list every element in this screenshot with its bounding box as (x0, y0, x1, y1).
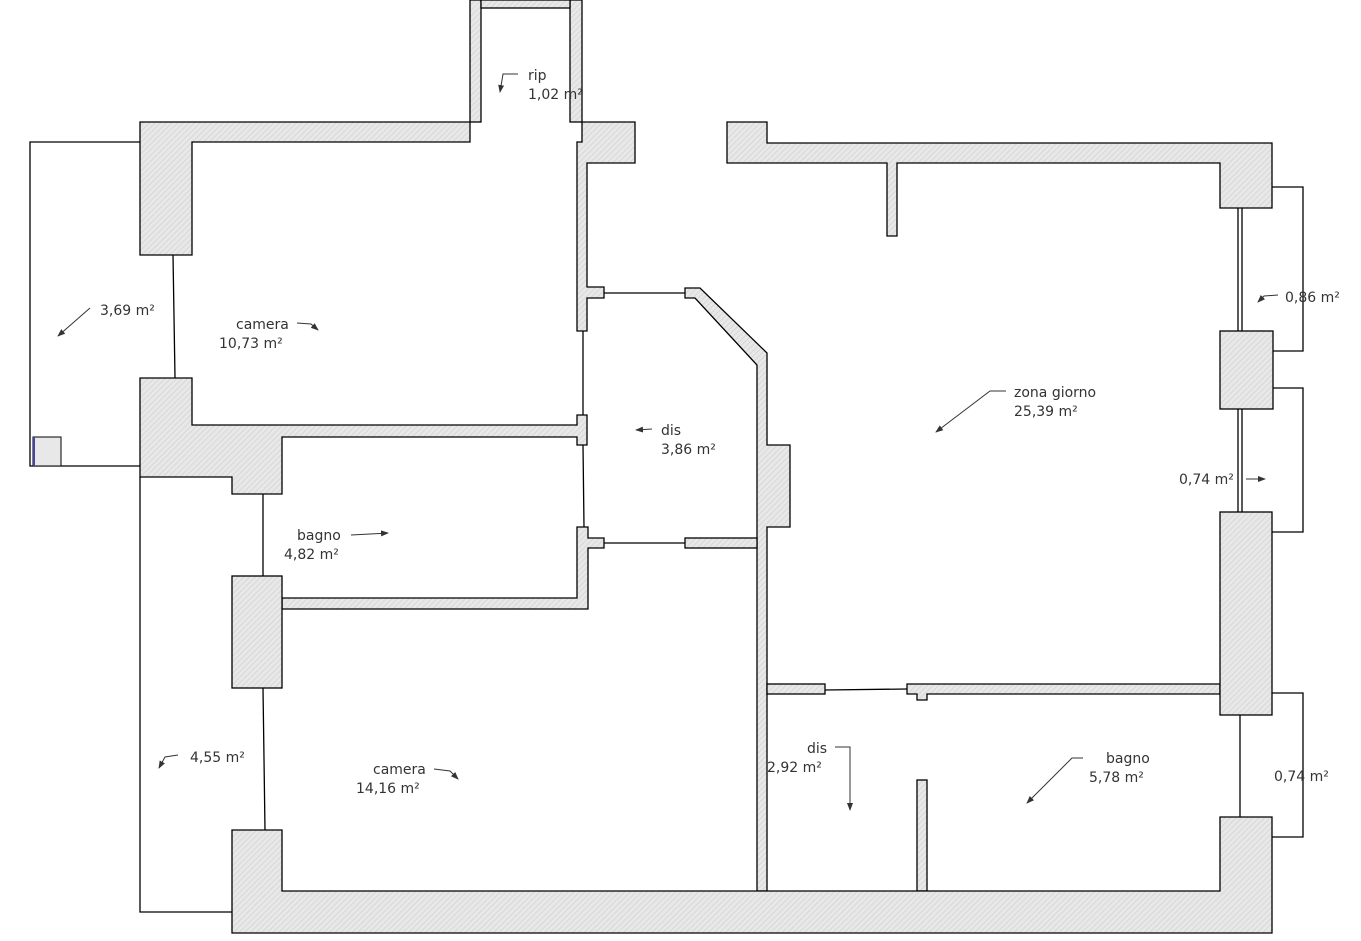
room-label-dis-1: dis 3,86 m² (635, 423, 716, 458)
room-labels: rip 1,02 m² 3,69 m² camera 10,73 m² dis 3,8… (57, 68, 1340, 811)
svg-text:dis: dis (807, 741, 827, 757)
svg-text:0,86 m²: 0,86 m² (1285, 290, 1340, 306)
svg-text:3,69 m²: 3,69 m² (100, 303, 155, 319)
room-label-rip: rip 1,02 m² (498, 68, 583, 103)
room-label-bagno-1: bagno 4,82 m² (284, 528, 389, 563)
svg-text:1,02 m²: 1,02 m² (528, 87, 583, 103)
svg-text:dis: dis (661, 423, 681, 439)
svg-text:camera: camera (373, 762, 426, 778)
svg-text:0,74 m²: 0,74 m² (1274, 769, 1329, 785)
svg-text:0,74 m²: 0,74 m² (1179, 472, 1234, 488)
room-label-balcony-left-lower: 4,55 m² (158, 750, 245, 769)
svg-text:14,16 m²: 14,16 m² (356, 781, 420, 797)
room-label-balcony-left: 3,69 m² (57, 303, 155, 337)
svg-text:4,55 m²: 4,55 m² (190, 750, 245, 766)
svg-text:25,39 m²: 25,39 m² (1014, 404, 1078, 420)
svg-text:3,86 m²: 3,86 m² (661, 442, 716, 458)
svg-text:rip: rip (528, 68, 547, 84)
svg-text:2,92 m²: 2,92 m² (767, 760, 822, 776)
room-label-bagno-2: bagno 5,78 m² (1026, 751, 1150, 804)
room-label-zona-giorno: zona giorno 25,39 m² (935, 385, 1096, 433)
svg-text:bagno: bagno (297, 528, 341, 544)
room-label-camera-2: camera 14,16 m² (356, 762, 459, 797)
svg-text:camera: camera (236, 317, 289, 333)
room-label-balcony-3: 0,74 m² (1274, 769, 1329, 785)
svg-text:5,78 m²: 5,78 m² (1089, 770, 1144, 786)
svg-text:bagno: bagno (1106, 751, 1150, 767)
svg-text:4,82 m²: 4,82 m² (284, 547, 339, 563)
thin-lines (29, 141, 1304, 913)
svg-text:10,73 m²: 10,73 m² (219, 336, 283, 352)
room-label-dis-2: dis 2,92 m² (767, 741, 853, 811)
room-label-balcony-2: 0,74 m² (1179, 472, 1266, 488)
room-label-balcony-1: 0,86 m² (1257, 290, 1340, 306)
walls (139, 0, 1274, 934)
room-label-camera-1: camera 10,73 m² (219, 317, 319, 352)
svg-text:zona giorno: zona giorno (1014, 385, 1096, 401)
